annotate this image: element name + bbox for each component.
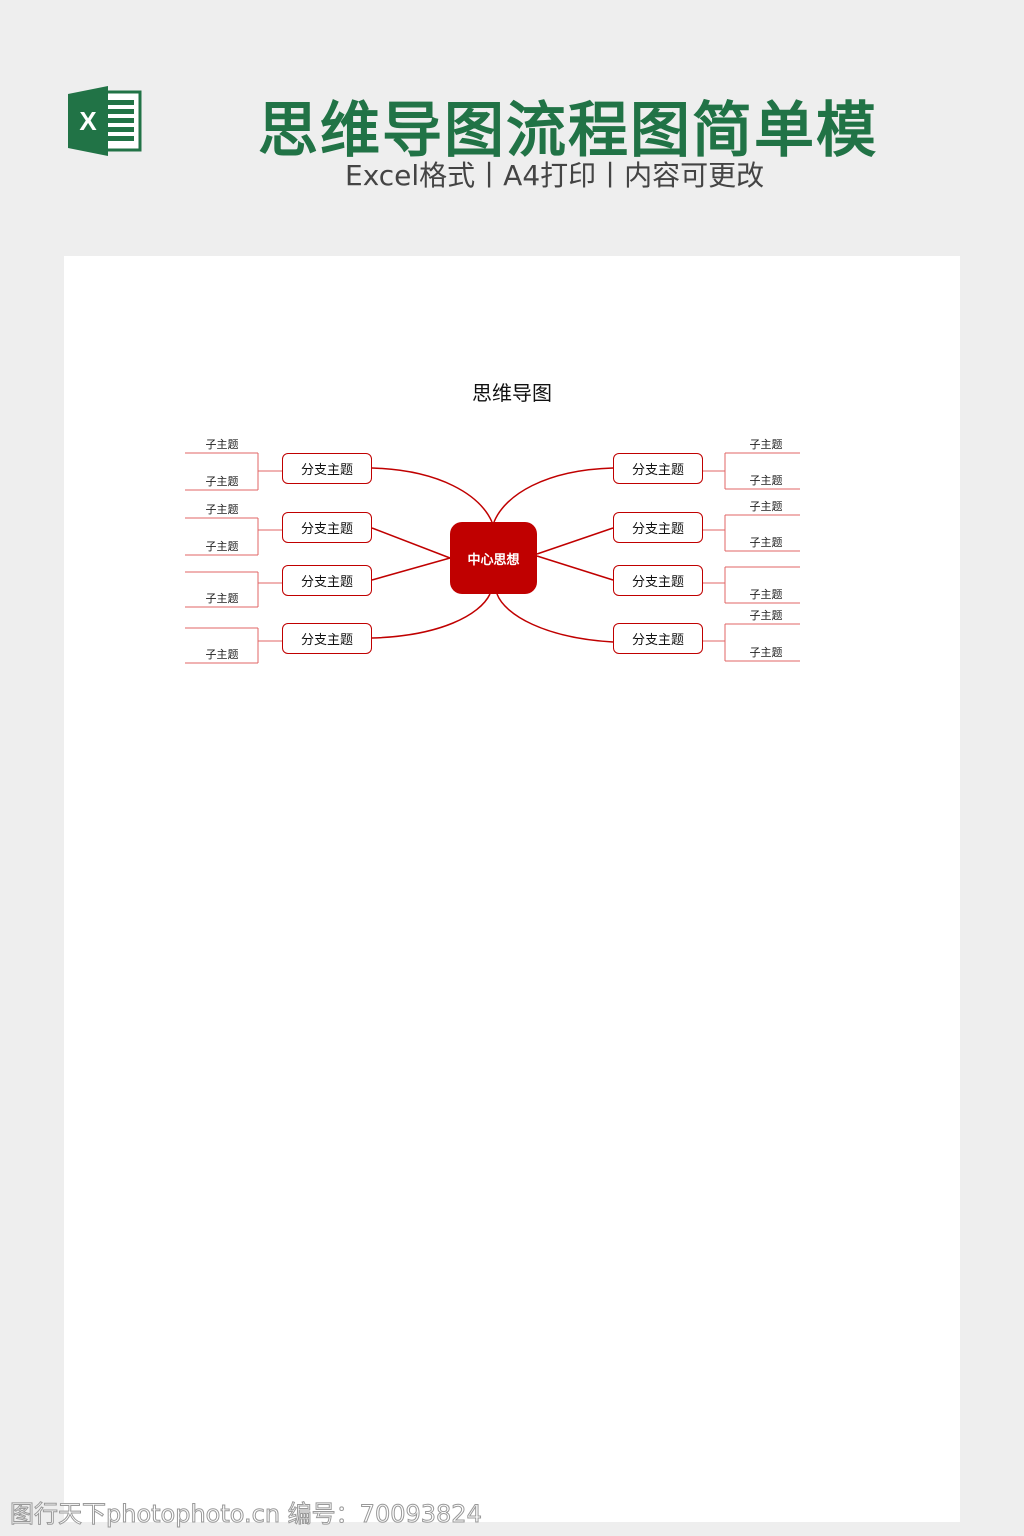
subtopic-lines xyxy=(185,627,282,664)
subtopic-label[interactable]: 子主题 xyxy=(205,438,239,451)
excel-logo-icon: X xyxy=(68,86,142,156)
subtopic-label[interactable]: 子主题 xyxy=(749,474,783,487)
document-title: 思维导图 xyxy=(472,381,552,405)
subtopic-label[interactable]: 子主题 xyxy=(749,536,783,549)
subtopic-label[interactable]: 子主题 xyxy=(205,592,239,605)
center-node[interactable]: 中心思想 xyxy=(450,522,537,594)
subtopic-label[interactable]: 子主题 xyxy=(205,540,239,553)
subtopic-label[interactable]: 子主题 xyxy=(205,475,239,488)
subtopic-lines xyxy=(703,566,800,604)
svg-text:X: X xyxy=(79,106,97,136)
subtopic-label[interactable]: 子主题 xyxy=(205,648,239,661)
subtopic-label[interactable]: 子主题 xyxy=(749,609,783,622)
subtopic-lines xyxy=(185,571,282,608)
watermark: 图行天下photophoto.cn 编号：70093824 xyxy=(10,1500,483,1529)
branch-node[interactable]: 分支主题 xyxy=(613,623,703,654)
subtopic-label[interactable]: 子主题 xyxy=(749,500,783,513)
branch-node[interactable]: 分支主题 xyxy=(282,512,372,543)
page-title: 思维导图流程图简单模 xyxy=(258,96,878,166)
subtopic-label[interactable]: 子主题 xyxy=(749,588,783,601)
subtopic-lines xyxy=(185,452,282,491)
branch-node[interactable]: 分支主题 xyxy=(613,453,703,484)
subtopic-label[interactable]: 子主题 xyxy=(749,646,783,659)
subtopic-label[interactable]: 子主题 xyxy=(205,503,239,516)
branch-node[interactable]: 分支主题 xyxy=(613,565,703,596)
branch-node[interactable]: 分支主题 xyxy=(282,565,372,596)
subtopic-lines xyxy=(185,517,282,556)
subtopic-lines xyxy=(703,623,800,662)
subtopic-lines xyxy=(703,452,800,490)
page-subtitle: Excel格式丨A4打印丨内容可更改 xyxy=(345,159,765,192)
branch-node[interactable]: 分支主题 xyxy=(282,623,372,654)
branch-node[interactable]: 分支主题 xyxy=(282,453,372,484)
subtopic-label[interactable]: 子主题 xyxy=(749,438,783,451)
branch-node[interactable]: 分支主题 xyxy=(613,512,703,543)
document-page xyxy=(64,256,960,1522)
subtopic-lines xyxy=(703,514,800,552)
